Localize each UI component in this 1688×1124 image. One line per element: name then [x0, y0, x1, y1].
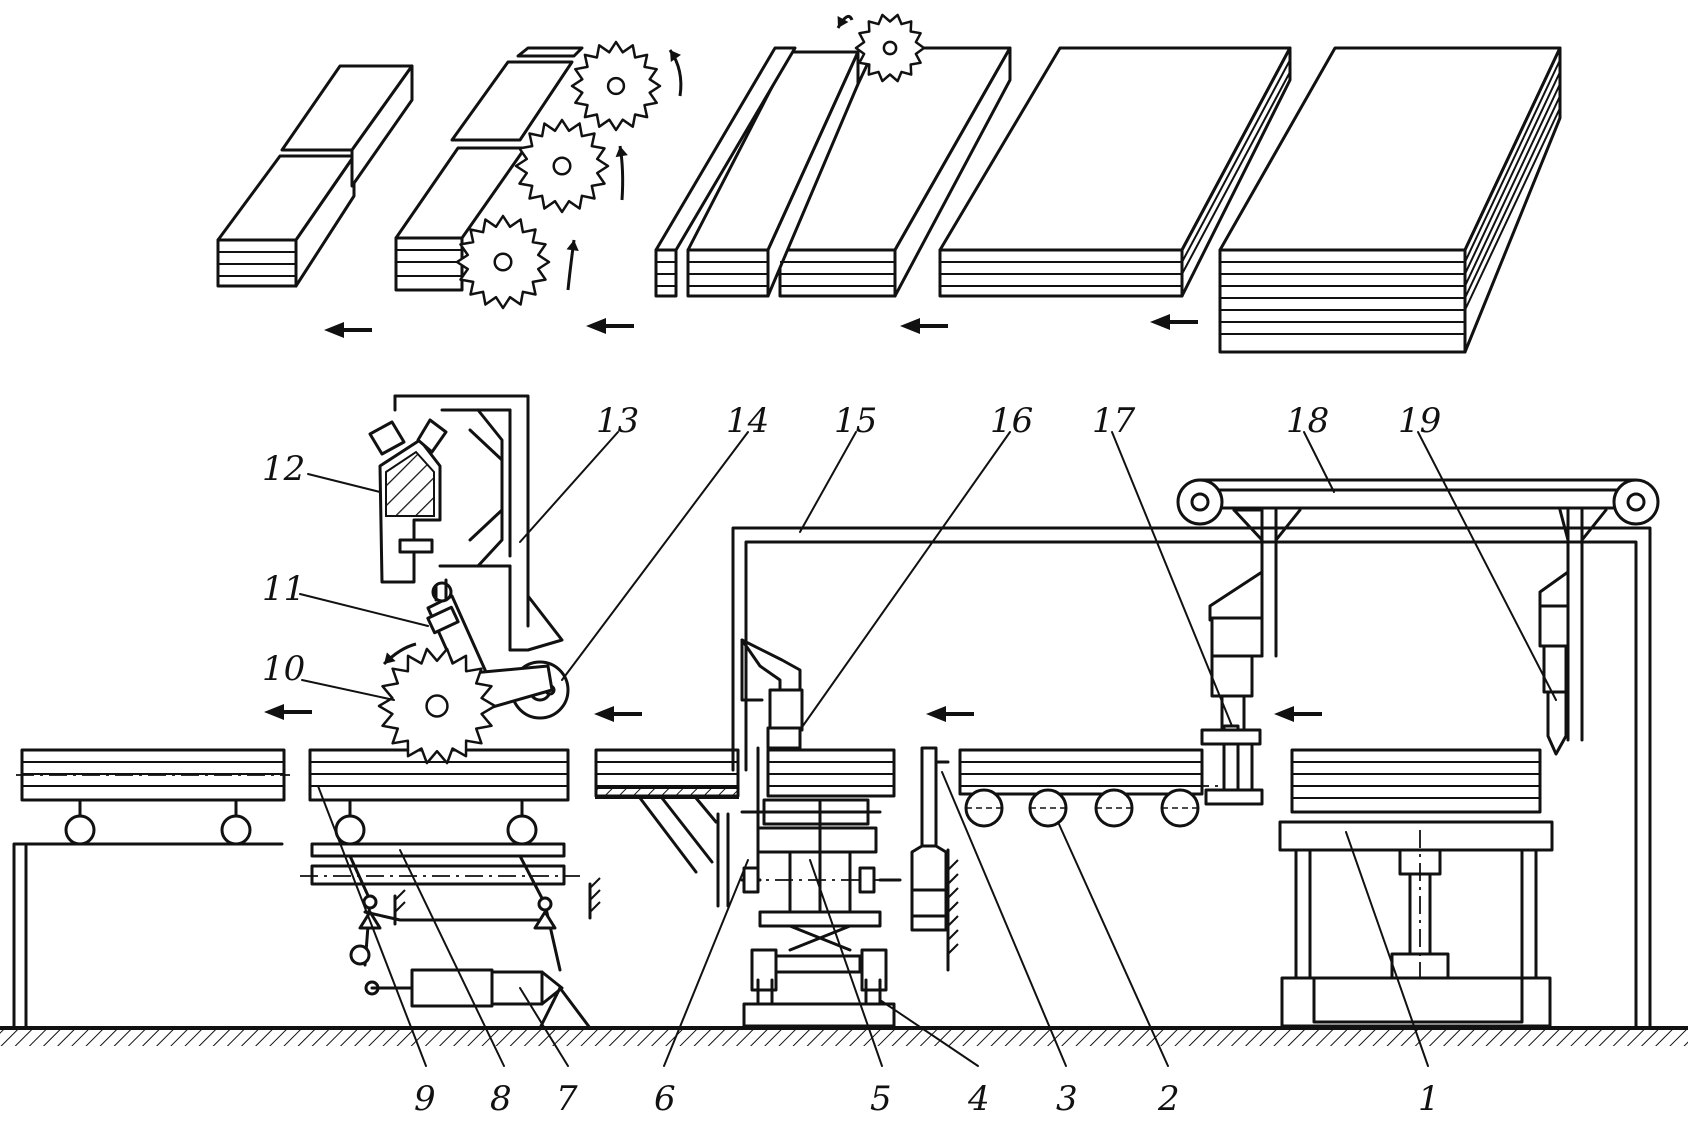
- flow-arrow-top-1: [324, 322, 372, 338]
- stack-strips: [654, 46, 1012, 298]
- flow-arrow-top-4: [1150, 314, 1198, 330]
- lift-cylinder: [370, 968, 592, 1030]
- callout-4: 4: [967, 1079, 990, 1119]
- conveyor-roller: [1028, 788, 1068, 828]
- saw-rotation-arrow: [382, 642, 417, 666]
- top-process-sequence: [216, 13, 1562, 354]
- flow-arrow-top-2: [586, 318, 634, 334]
- flow-arrow-bottom-2: [594, 706, 642, 722]
- rotation-arrow-4: [836, 14, 854, 29]
- callout-15: 15: [834, 401, 877, 441]
- crosscut-carriage: [300, 748, 601, 1030]
- saw-blade-10: [377, 647, 497, 765]
- output-table: [12, 748, 290, 1028]
- saw-blade-cross-1: [455, 214, 551, 310]
- floor: [0, 1026, 1688, 1046]
- callout-8: 8: [490, 1079, 512, 1119]
- flow-arrow-bottom-4: [1274, 706, 1322, 722]
- rotation-arrow-3: [668, 49, 683, 97]
- portal-frame: [731, 526, 1652, 1028]
- callout-10: 10: [262, 649, 305, 689]
- callout-19: 19: [1398, 401, 1441, 441]
- callout-5: 5: [870, 1079, 892, 1119]
- lift-table: [1278, 748, 1554, 1028]
- callout-6: 6: [654, 1079, 676, 1119]
- conveyor-roller: [1094, 788, 1134, 828]
- callout-13: 13: [596, 401, 639, 441]
- callout-labels: 1 2 3 4 5 6 7 8 9 10 11 12 13 14 15 16 1…: [262, 401, 1441, 1119]
- callout-3: 3: [1056, 1079, 1078, 1119]
- leader-lines: [299, 431, 1557, 1067]
- callout-9: 9: [414, 1079, 436, 1119]
- flow-arrow-bottom-1: [264, 704, 312, 720]
- roller-conveyor: [958, 748, 1220, 828]
- callout-18: 18: [1286, 401, 1329, 441]
- saw-blade-cross-2: [514, 118, 610, 214]
- stop-unit: [910, 746, 959, 972]
- rotation-arrow-2: [615, 145, 628, 201]
- stack-half: [938, 46, 1292, 298]
- callout-14: 14: [726, 401, 769, 441]
- flow-arrow-top-3: [900, 318, 948, 334]
- conveyor-roller: [1160, 788, 1200, 828]
- callout-2: 2: [1157, 1079, 1180, 1119]
- infeed-table: [594, 748, 740, 874]
- saw-blade-cross-3: [570, 40, 662, 132]
- saw-blade-rip: [854, 13, 926, 83]
- saw-motor: [368, 418, 448, 584]
- rotation-arrow-1: [566, 239, 579, 291]
- callout-12: 12: [262, 449, 305, 489]
- stack-crosscut: [394, 46, 584, 292]
- flow-arrow-bottom-3: [926, 706, 974, 722]
- machine-layout: [0, 394, 1688, 1067]
- conveyor-roller: [964, 788, 1004, 828]
- callout-1: 1: [1418, 1079, 1440, 1119]
- callout-17: 17: [1092, 401, 1136, 441]
- callout-7: 7: [556, 1079, 578, 1119]
- stack-full: [1218, 46, 1562, 354]
- pusher: [1200, 724, 1264, 806]
- crosscut-saw-unit: [368, 394, 570, 765]
- rip-saw-unit: [716, 638, 902, 1028]
- output-cart-wheel: [64, 798, 252, 846]
- overhead-transfer: [1176, 478, 1660, 806]
- callout-11: 11: [262, 569, 305, 609]
- callout-16: 16: [990, 401, 1033, 441]
- stack-blanks: [216, 64, 414, 288]
